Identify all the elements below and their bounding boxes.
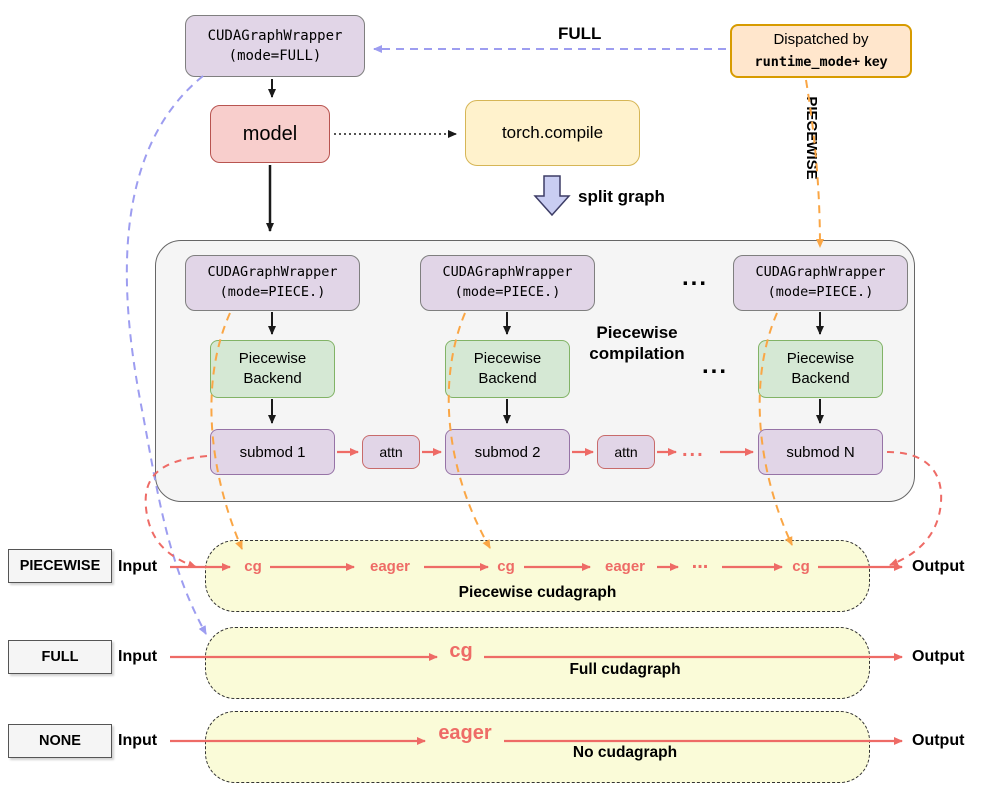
submod-ellipsis: ...	[682, 439, 705, 461]
row1-stage-cg-2: cg	[497, 558, 515, 575]
backend-ellipsis: ...	[702, 352, 729, 379]
piecewise-backend-node-1: Piecewise Backend	[210, 340, 335, 398]
cudagraphwrapper-piece-node-3: CUDAGraphWrapper (mode=PIECE.)	[733, 255, 908, 311]
attn-node-1: attn	[362, 435, 420, 469]
row3-stage-eager: eager	[438, 722, 492, 744]
piecewise-arrow-label: PIECEWISE	[803, 96, 820, 180]
wrapper-ellipsis: ...	[682, 264, 709, 291]
backend3-label: Piecewise Backend	[786, 349, 855, 387]
runtime-mode-rest: + key	[852, 53, 888, 69]
submod-1-node: submod 1	[210, 429, 335, 475]
row2-caption: Full cudagraph	[569, 661, 681, 678]
wrapper3-line2: (mode=PIECE.)	[767, 284, 874, 300]
backend2-label: Piecewise Backend	[473, 349, 542, 387]
submod-n-node: submod N	[758, 429, 883, 475]
mode-badge-full: FULL	[8, 640, 112, 674]
wrapper2-line1: CUDAGraphWrapper	[442, 264, 573, 281]
piecewise-backend-node-3: Piecewise Backend	[758, 340, 883, 398]
split-graph-label: split graph	[578, 187, 665, 206]
row1-stage-eager-2: eager	[604, 558, 646, 575]
model-node: model	[210, 105, 330, 163]
mode-badge-none: NONE	[8, 724, 112, 758]
submod-2-node: submod 2	[445, 429, 570, 475]
row1-stage-eager-1: eager	[369, 558, 411, 575]
row2-stage-cg: cg	[449, 640, 473, 662]
row1-stage-cg-3: cg	[792, 558, 810, 575]
row3-output-label: Output	[912, 732, 965, 749]
piecewise-compilation-title: Piecewise compilation	[589, 323, 685, 364]
backend1-label: Piecewise Backend	[238, 349, 307, 387]
split-graph-block-arrow	[533, 175, 571, 217]
wrapper3-line1: CUDAGraphWrapper	[755, 264, 886, 281]
row1-caption: Piecewise cudagraph	[458, 584, 617, 601]
row1-stage-ellipsis: ...	[691, 551, 709, 573]
row3-caption: No cudagraph	[572, 744, 678, 761]
cudagraphwrapper-piece-node-1: CUDAGraphWrapper (mode=PIECE.)	[185, 255, 360, 311]
mode-badge-piecewise: PIECEWISE	[8, 549, 112, 583]
dispatched-by-node: Dispatched by runtime_mode+ key	[730, 24, 912, 78]
cudagraphwrapper-full-line2: (mode=FULL)	[228, 48, 322, 64]
none-cudagraph-container	[205, 711, 870, 783]
cudagraphwrapper-full-line1: CUDAGraphWrapper	[207, 27, 343, 44]
piecewise-cudagraph-container	[205, 540, 870, 612]
row1-output-label: Output	[912, 558, 965, 575]
row1-input-label: Input	[118, 558, 158, 575]
full-cudagraph-container	[205, 627, 870, 699]
piecewise-backend-node-2: Piecewise Backend	[445, 340, 570, 398]
full-arrow-label: FULL	[558, 24, 602, 43]
row2-input-label: Input	[118, 648, 158, 665]
row2-output-label: Output	[912, 648, 965, 665]
cudagraphwrapper-piece-node-2: CUDAGraphWrapper (mode=PIECE.)	[420, 255, 595, 311]
wrapper1-line1: CUDAGraphWrapper	[207, 264, 338, 281]
torch-compile-node: torch.compile	[465, 100, 640, 166]
row3-input-label: Input	[118, 732, 158, 749]
dispatched-line2: runtime_mode+ key	[755, 51, 888, 74]
cudagraphwrapper-full-node: CUDAGraphWrapper (mode=FULL)	[185, 15, 365, 77]
row1-stage-cg-1: cg	[244, 558, 262, 575]
wrapper2-line2: (mode=PIECE.)	[454, 284, 561, 300]
wrapper1-line2: (mode=PIECE.)	[219, 284, 326, 300]
runtime-mode-key: runtime_mode	[754, 54, 853, 70]
attn-node-2: attn	[597, 435, 655, 469]
dispatched-line1: Dispatched by	[773, 30, 869, 48]
